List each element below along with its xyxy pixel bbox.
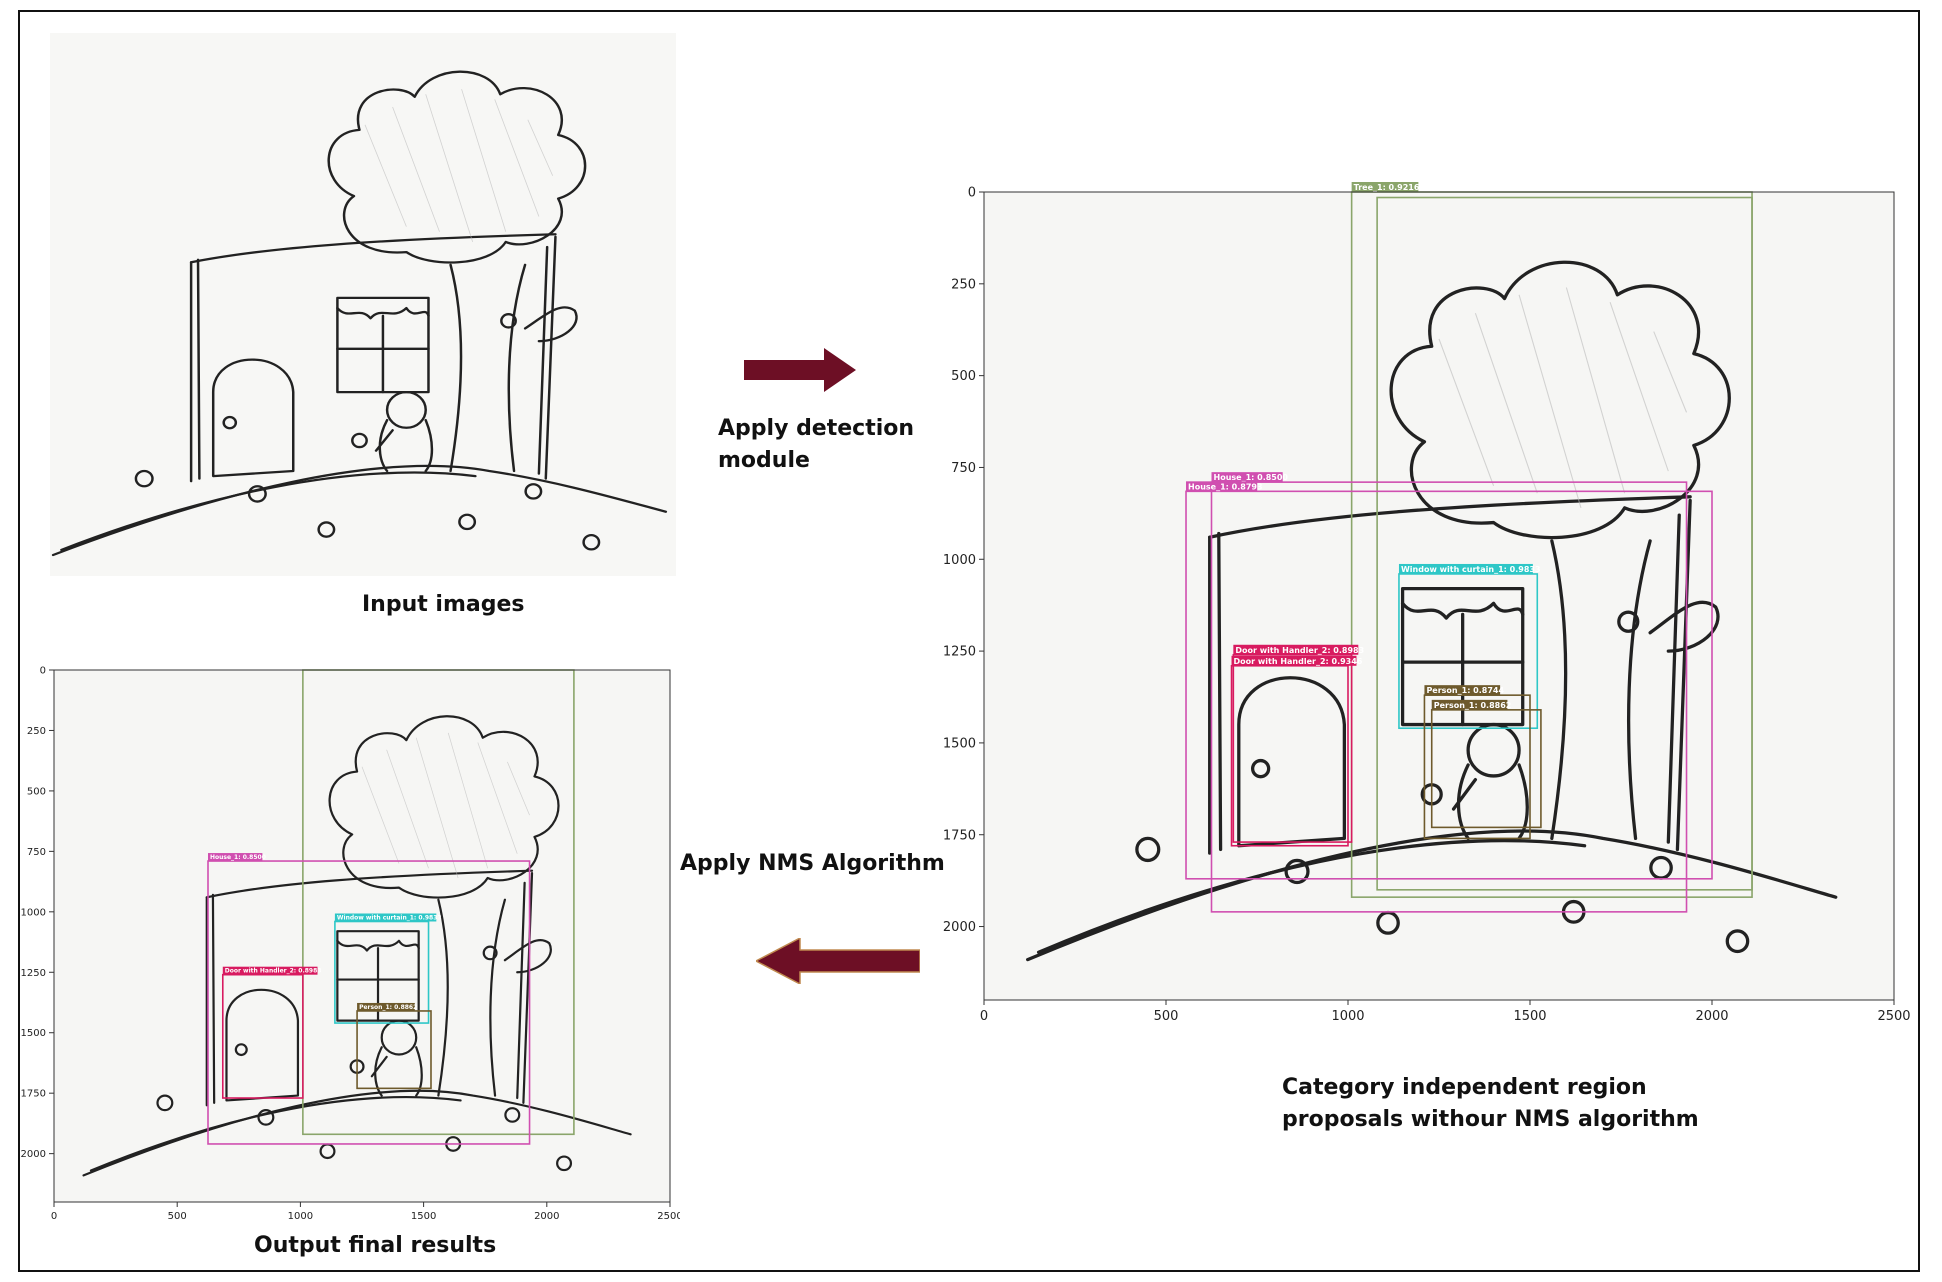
proposals-y-tick-label: 0 (968, 186, 976, 201)
proposals-box-label: Door with Handler_2: 0.8983 (1235, 646, 1364, 655)
proposals-y-tick-label: 1750 (943, 828, 976, 843)
finals-x-tick-label: 2500 (657, 1211, 680, 1222)
caption-apply-detection: Apply detection module (718, 413, 914, 477)
proposals-y-tick-label: 1000 (943, 553, 976, 568)
finals-x-tick-label: 0 (51, 1211, 57, 1222)
proposals-y-tick-label: 2000 (943, 920, 976, 935)
proposals-box-label: House_1: 0.8500 (1214, 473, 1289, 482)
arrow-right-icon (744, 348, 856, 392)
finals-y-tick-label: 1500 (21, 1028, 46, 1039)
proposals-y-tick-label: 750 (951, 461, 976, 476)
finals-box-label: Person_1: 0.8862 (359, 1004, 417, 1011)
proposals-y-tick-label: 1250 (943, 645, 976, 660)
finals-y-tick-label: 0 (40, 666, 46, 677)
caption-input-images: Input images (362, 589, 525, 621)
proposals-box-label: House_1: 0.8793 (1188, 482, 1263, 491)
proposals-box-label: Window with curtain_1: 0.9833 (1401, 565, 1541, 574)
caption-output-final: Output final results (254, 1230, 496, 1262)
proposals-box-label: Person_1: 0.8862 (1434, 701, 1512, 710)
proposals-x-tick-label: 2000 (1695, 1009, 1728, 1024)
final-results-plot: House_1: 0.8500Window with curtain_1: 0.… (20, 662, 680, 1222)
caption-apply-nms: Apply NMS Algorithm (680, 848, 945, 880)
arrow-left-icon (756, 938, 920, 984)
proposals-box-label: Tree_1: 0.9216 (1354, 183, 1420, 192)
finals-image-area (54, 670, 670, 1202)
proposals-y-tick-label: 500 (951, 369, 976, 384)
finals-y-tick-label: 1000 (21, 907, 46, 918)
proposals-x-tick-label: 500 (1154, 1009, 1179, 1024)
proposals-y-tick-label: 250 (951, 277, 976, 292)
input-sketch (50, 33, 676, 576)
proposals-x-tick-label: 0 (980, 1009, 988, 1024)
finals-y-tick-label: 750 (27, 847, 46, 858)
proposals-x-tick-label: 2500 (1877, 1009, 1910, 1024)
finals-y-tick-label: 250 (27, 726, 46, 737)
finals-y-tick-label: 2000 (21, 1149, 46, 1160)
proposals-box-label: Door with Handler_2: 0.9346 (1234, 657, 1363, 666)
proposals-plot: Tree_1: 0.9216House_1: 0.8500House_1: 0.… (920, 180, 1910, 1040)
proposals-x-tick-label: 1500 (1513, 1009, 1546, 1024)
finals-box-label: House_1: 0.8500 (210, 854, 266, 861)
input-image-panel (50, 33, 676, 576)
proposals-box-label: Person_1: 0.8744 (1426, 686, 1504, 695)
caption-region-proposals: Category independent region proposals wi… (1282, 1072, 1699, 1136)
proposals-y-tick-label: 1500 (943, 736, 976, 751)
finals-box-label: Window with curtain_1: 0.9833 (337, 914, 442, 921)
finals-box-label: Door with Handler_2: 0.8983 (225, 968, 322, 975)
finals-x-tick-label: 1500 (411, 1211, 436, 1222)
finals-y-tick-label: 1250 (21, 968, 46, 979)
finals-y-tick-label: 500 (27, 786, 46, 797)
finals-y-tick-label: 1750 (21, 1089, 46, 1100)
finals-x-tick-label: 500 (168, 1211, 187, 1222)
finals-x-tick-label: 1000 (288, 1211, 313, 1222)
finals-x-tick-label: 2000 (534, 1211, 559, 1222)
proposals-x-tick-label: 1000 (1331, 1009, 1364, 1024)
